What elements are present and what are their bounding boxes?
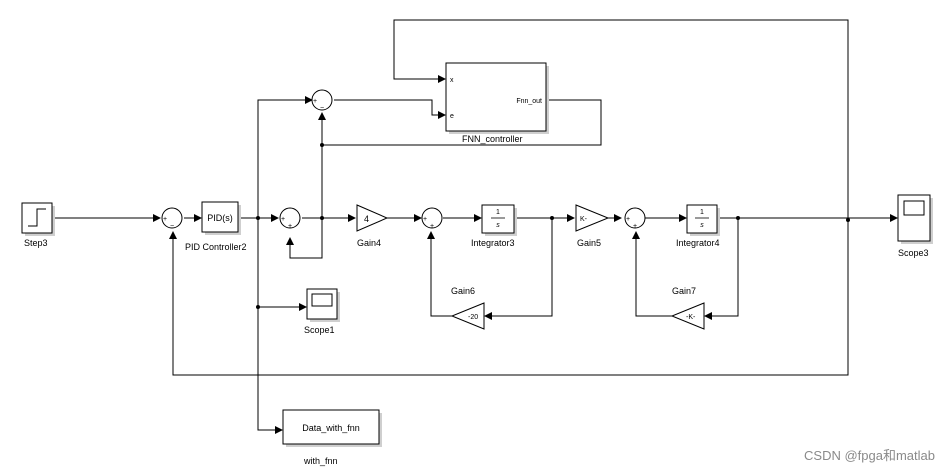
branch-dot [320,143,324,147]
int3-num: 1 [496,209,500,216]
wire-gain6-to-sum3[interactable] [427,231,452,317]
watermark-text: CSDN @fpga和matlab [804,448,935,463]
wire-pid-to-fnn-sum[interactable] [257,96,313,218]
pid-controller-block[interactable]: PID(s) PID Controller2 [185,201,247,252]
scope1-label: Scope1 [304,325,335,335]
scope1-block[interactable]: Scope1 [304,288,340,335]
wire-output-to-fnn-x[interactable] [393,19,849,220]
pid-label: PID Controller2 [185,242,247,252]
wire-fnn-out-loop[interactable] [322,99,602,146]
step-block[interactable]: Step3 [21,202,55,248]
int4-num: 1 [700,209,704,216]
fnn-port-e: e [450,113,454,120]
branch-points [256,143,850,309]
gain5-label: Gain5 [577,238,601,248]
sum3-sign-2: + [430,223,434,230]
sum4-block[interactable]: + + [624,207,646,230]
wire-gain7-to-sum4[interactable] [632,231,672,317]
branch-dot [320,216,324,220]
to-workspace-block[interactable]: Data_with_fnn with_fnn [282,409,382,466]
integrator4-block[interactable]: 1 s Integrator4 [676,204,720,248]
sum1-sign-2: − [170,223,174,230]
step-icon [28,208,46,227]
gain6-text: -20 [468,314,478,321]
gain7-label: Gain7 [672,286,696,296]
sum3-sign-1: + [423,216,427,223]
sum3-block[interactable]: + + [421,207,443,230]
gain7-text: -K- [686,314,696,321]
to-workspace-label: with_fnn [303,456,338,466]
wire-pid-to-data[interactable] [257,218,283,434]
integrator3-block[interactable]: 1 s Integrator3 [471,204,517,248]
sum1-sign-1: + [163,216,167,223]
sum-fnn-block[interactable]: + − [311,89,333,112]
sum1-block[interactable]: + − [161,207,183,230]
fnn-port-x: x [450,77,454,84]
step-label: Step3 [24,238,48,248]
wire-int3-to-gain6[interactable] [484,218,553,320]
integrator3-label: Integrator3 [471,238,515,248]
scope3-screen-icon [903,200,925,216]
fnn-port-out: Fnn_out [516,98,542,105]
pid-block-text: PID(s) [207,213,233,223]
sum2-block[interactable]: + + [279,207,301,230]
sum4-sign-1: + [626,216,630,223]
sum4-sign-2: + [633,223,637,230]
scope3-label: Scope3 [898,248,929,258]
signal-wires [53,19,898,434]
fnn-label: FNN_controller [462,134,523,144]
gain5-block[interactable]: K- Gain5 [575,204,610,248]
gain4-block[interactable]: 4 Gain4 [356,204,389,248]
gain6-label: Gain6 [451,286,475,296]
int3-den: s [496,222,500,229]
sumfnn-sign-2: − [320,105,324,112]
branch-dot [736,216,740,220]
wire-int4-to-gain7[interactable] [704,218,739,320]
integrator4-label: Integrator4 [676,238,720,248]
gain6-block[interactable]: -20 Gain6 [450,286,485,330]
sumfnn-sign-1: + [313,98,317,105]
wire-output-to-sum1[interactable] [169,220,849,376]
gain5-text: K- [580,216,588,223]
fnn-controller-block[interactable]: x e Fnn_out FNN_controller [445,62,549,144]
wire-fnnsum-to-fnn-e[interactable] [334,99,446,119]
int4-den: s [700,222,704,229]
sum2-sign-2: + [288,223,292,230]
gain4-label: Gain4 [357,238,381,248]
scope3-block[interactable]: Scope3 [897,194,933,258]
scope1-screen-icon [311,293,333,307]
gain4-text: 4 [364,214,369,224]
branch-dot [846,218,850,222]
branch-dot [550,216,554,220]
sum2-sign-1: + [281,216,285,223]
branch-dot [256,216,260,220]
branch-dot [256,305,260,309]
gain7-block[interactable]: -K- Gain7 [670,286,705,330]
wire-sum2-self-feedback[interactable] [286,218,323,259]
to-workspace-text: Data_with_fnn [302,423,360,433]
